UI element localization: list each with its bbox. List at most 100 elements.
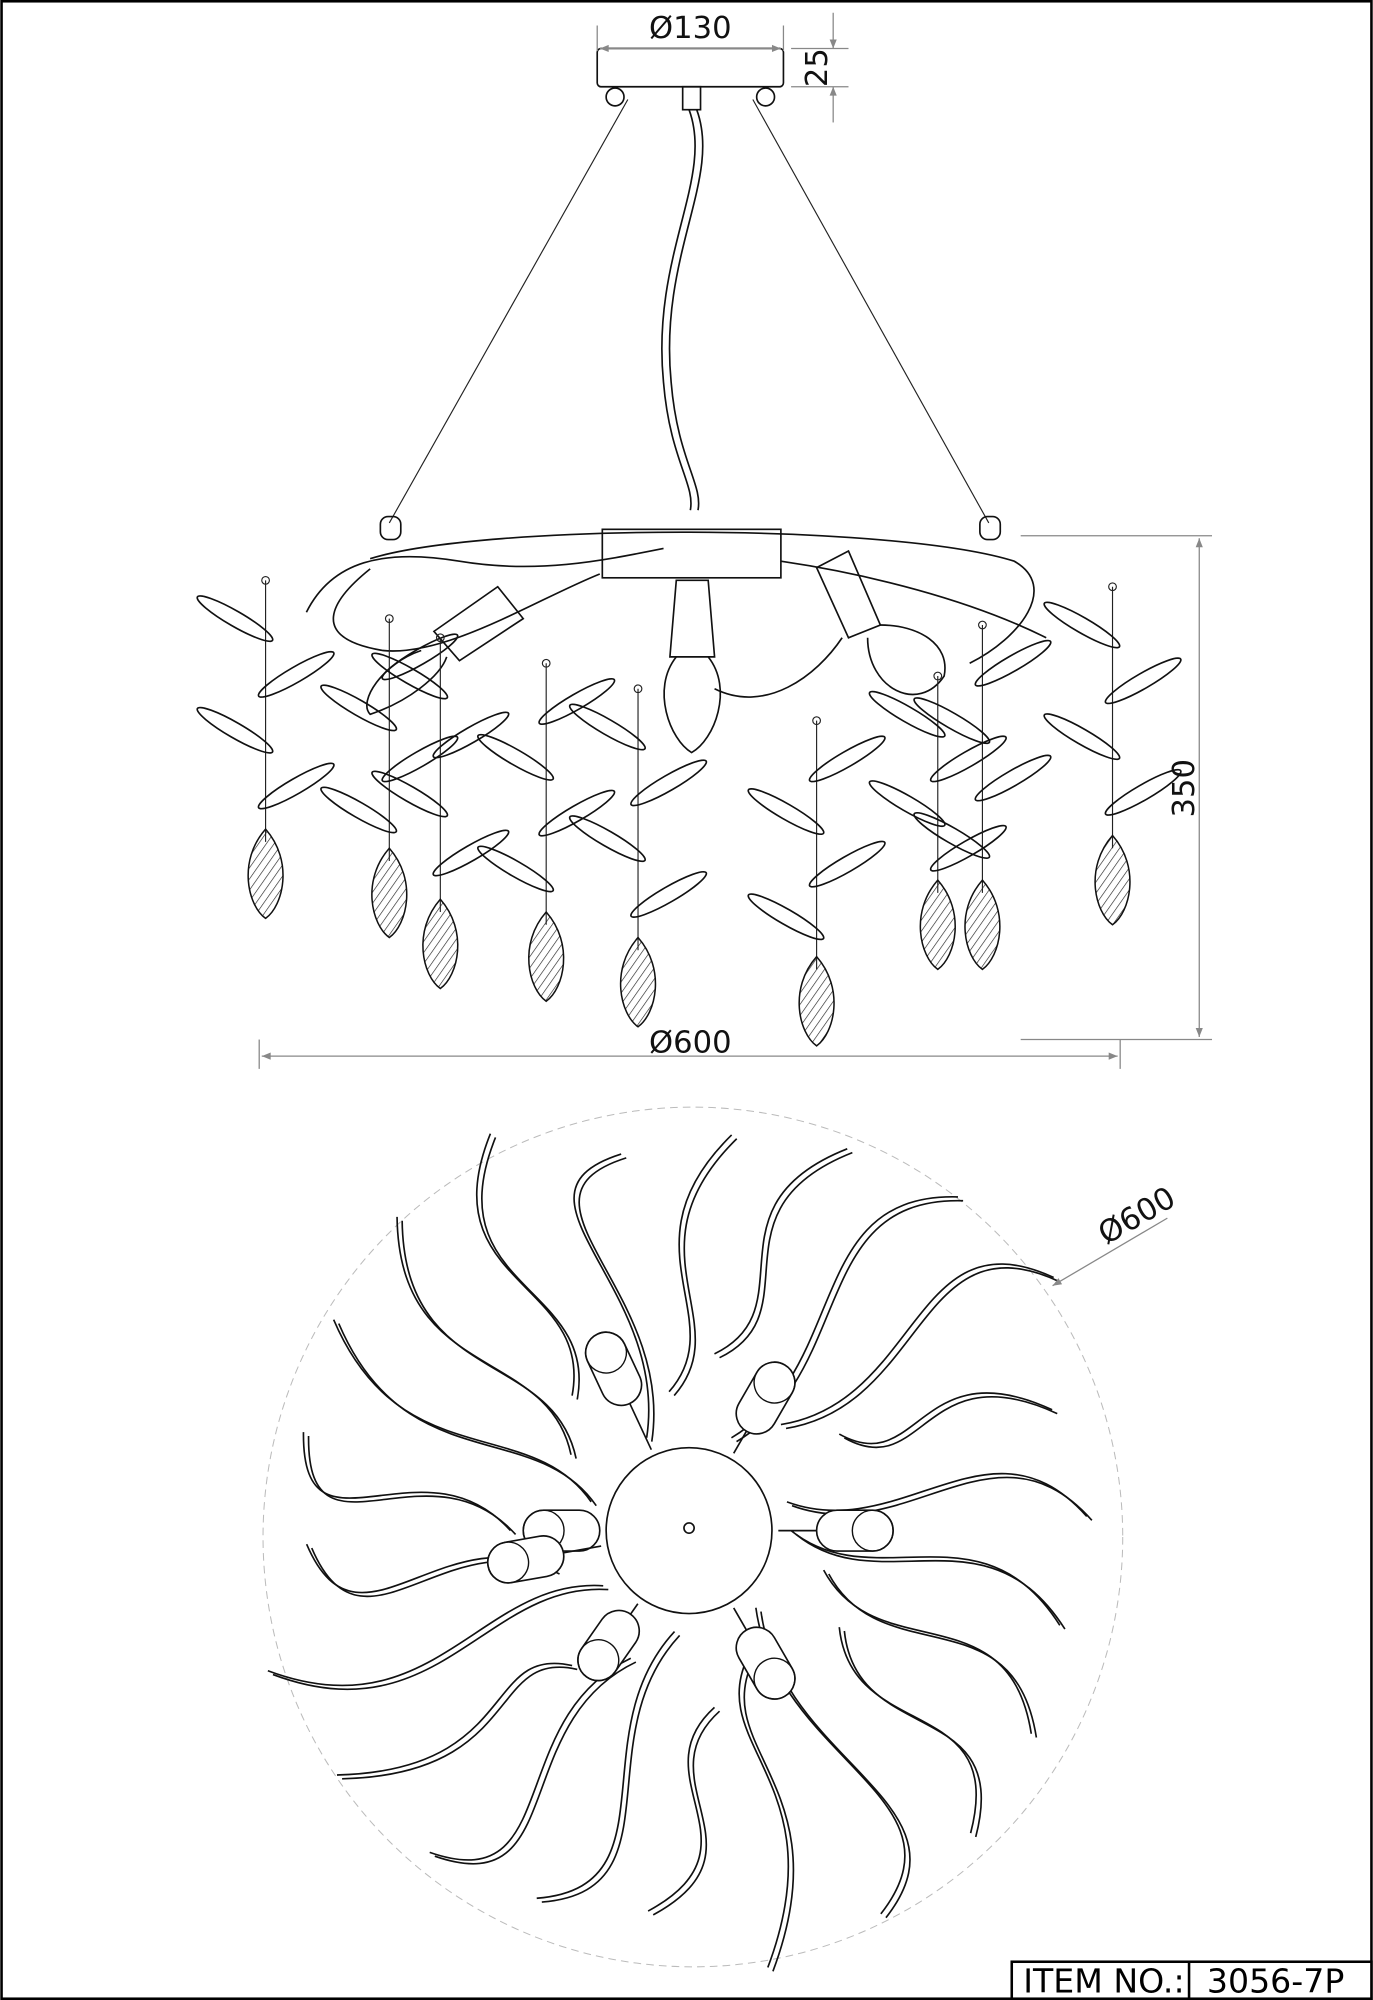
crystal-leaf — [630, 870, 708, 918]
bulb-top-view — [577, 1603, 641, 1682]
canopy — [596, 47, 785, 88]
hatched-crystal-drop — [371, 847, 408, 939]
branch-arm — [780, 1263, 1055, 1426]
top-view — [262, 1106, 1124, 1972]
branch-arm — [267, 1584, 604, 1687]
crystal-chain — [196, 575, 335, 920]
branch-arm — [573, 1153, 650, 1438]
branch-arm — [647, 1706, 716, 1912]
branch-arm — [668, 1134, 733, 1393]
svg-text:25: 25 — [800, 48, 835, 87]
svg-text:350: 350 — [1167, 759, 1202, 817]
crystal-chain — [320, 614, 459, 939]
crystal-leaf — [538, 789, 616, 837]
dimension-top-diameter: Ø600 — [1052, 1180, 1182, 1287]
crystal-leaf — [929, 735, 1007, 783]
crystal-chain — [1043, 582, 1182, 926]
item-number-label: ITEM NO.: — [1023, 1961, 1184, 2000]
crystal-chain — [913, 620, 1052, 971]
crystal-leaf — [320, 786, 398, 834]
crystal-leaf — [432, 829, 510, 877]
crystal-leaf — [477, 845, 555, 893]
dimension-overall-height: 350 — [1020, 535, 1213, 1041]
suspension-wire — [388, 99, 629, 524]
crystal-leaf — [371, 770, 449, 818]
svg-text:Ø600: Ø600 — [1093, 1180, 1182, 1252]
branch-arm — [476, 1133, 575, 1396]
branch-arm — [429, 1657, 632, 1861]
branch-arm — [396, 1216, 572, 1455]
suspension-wire — [752, 99, 990, 524]
branch-arm — [822, 1569, 1033, 1734]
crystal-chain — [868, 671, 1007, 971]
hatched-crystal-drop — [798, 955, 835, 1047]
crystal-leaf — [1043, 713, 1121, 761]
bulb-socket — [669, 579, 716, 658]
dimension-canopy-height: 25 — [791, 12, 849, 123]
crystal-leaf — [196, 595, 274, 643]
bulb-top-view — [778, 1509, 894, 1552]
crystal-leaf — [257, 762, 335, 810]
crystal-leaf — [808, 735, 886, 783]
hatched-crystal-drop — [919, 878, 956, 971]
branch-arm — [738, 1657, 790, 1968]
crystal-leaf — [974, 754, 1052, 802]
crystal-leaf — [1104, 657, 1182, 705]
outline-circle — [262, 1106, 1124, 1968]
hatched-crystal-drop — [619, 936, 657, 1028]
crystal-leaf — [913, 697, 991, 745]
side-view — [196, 47, 1182, 1047]
crystal-chain — [568, 684, 708, 1028]
hatched-crystal-drop — [422, 898, 459, 990]
center-box — [601, 528, 782, 579]
title-block: ITEM NO.: 3056-7P — [1010, 1960, 1373, 2000]
crystal-leaf — [808, 840, 886, 888]
crystal-chain — [371, 633, 510, 990]
bulb — [663, 656, 722, 754]
crystal-leaf — [1043, 601, 1121, 649]
bulb-top-view — [584, 1331, 653, 1451]
hatched-crystal-drop — [247, 827, 284, 920]
bulb-top-view — [732, 1607, 796, 1700]
dimension-canopy-diameter: Ø130 — [596, 11, 785, 53]
power-cord — [661, 109, 696, 511]
dimension-overall-diameter: Ø600 — [258, 1025, 1121, 1069]
branch-arm — [536, 1631, 676, 1900]
crystal-leaf — [371, 652, 449, 700]
crystal-leaf — [568, 815, 646, 863]
crystal-leaf — [381, 735, 459, 783]
crystal-leaf — [974, 639, 1052, 687]
bulb-top-view — [732, 1361, 796, 1454]
crystal-leaf — [320, 684, 398, 732]
crystal-leaf — [477, 733, 555, 781]
crystal-leaf — [381, 633, 459, 681]
crystal-leaf — [630, 759, 708, 807]
hatched-crystal-drop — [964, 878, 1001, 971]
center-hub — [605, 1446, 773, 1615]
crystal-leaf — [929, 824, 1007, 872]
crystal-leaf — [747, 788, 825, 836]
crystal-leaf — [257, 650, 335, 698]
branch-arm — [714, 1148, 848, 1355]
crystal-chain — [477, 658, 616, 1003]
crystal-leaf — [868, 690, 946, 738]
crystal-leaf — [538, 678, 616, 726]
crystal-leaf — [1104, 768, 1182, 816]
branch-arm — [302, 1432, 512, 1532]
branch-arm — [838, 1627, 977, 1834]
crystal-leaf — [568, 703, 646, 751]
crystal-leaf — [432, 711, 510, 759]
crystal-leaf — [868, 780, 946, 828]
crystal-leaf — [747, 893, 825, 941]
crystal-chain — [747, 716, 886, 1047]
crystal-leaf — [196, 706, 274, 754]
svg-text:Ø130: Ø130 — [649, 11, 732, 46]
bulb-top-view — [486, 1535, 602, 1584]
branch-arm — [336, 1662, 573, 1776]
crystal-leaf — [913, 811, 991, 859]
branch-arm — [838, 1392, 1053, 1445]
hatched-crystal-drop — [528, 910, 565, 1003]
svg-text:Ø600: Ø600 — [649, 1025, 732, 1060]
